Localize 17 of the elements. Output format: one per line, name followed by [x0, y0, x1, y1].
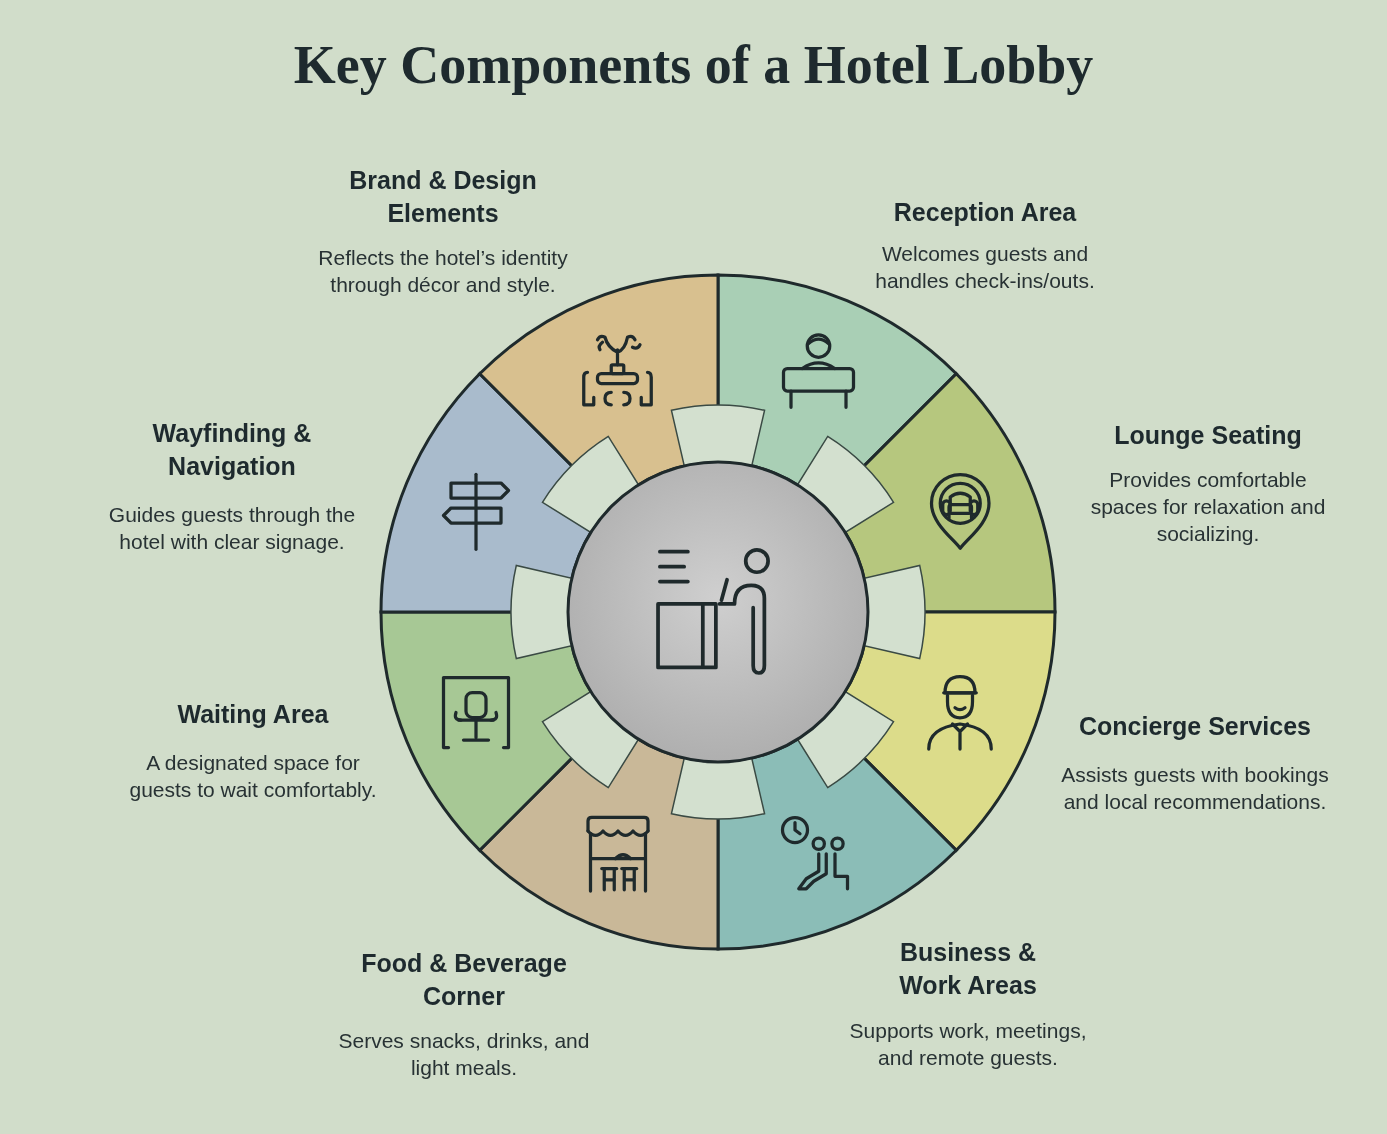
title: Key Components of a Hotel Lobby [293, 34, 1094, 96]
segment-description: Supports work, meetings, and remote guests. [848, 1018, 1088, 1071]
segment-description: Serves snacks, drinks, and light meals. [337, 1028, 591, 1081]
segment-heading: Wayfinding & Navigation [151, 418, 313, 482]
segment-description: Guides guests through the hotel with clear signage. [107, 502, 357, 555]
segment-description: Reflects the hotel’s identity through décor and style. [317, 245, 569, 298]
segment-description: Welcomes guests and handles check-ins/outs. [874, 241, 1096, 294]
segment-heading: Business & Work Areas [898, 937, 1038, 1001]
segment-description: Assists guests with bookings and local recommendations. [1060, 762, 1330, 815]
segment-heading: Lounge Seating [1114, 420, 1302, 451]
segment-heading: Brand & Design Elements [348, 165, 538, 229]
segment-heading: Reception Area [893, 197, 1077, 228]
segment-description: A designated space for guests to wait comfortably. [128, 750, 378, 803]
segment-description: Provides comfortable spaces for relaxation and socializing. [1089, 467, 1327, 547]
segment-heading: Waiting Area [177, 699, 329, 730]
segment-heading: Concierge Services [1078, 711, 1312, 742]
segment-heading: Food & Beverage Corner [360, 948, 568, 1012]
